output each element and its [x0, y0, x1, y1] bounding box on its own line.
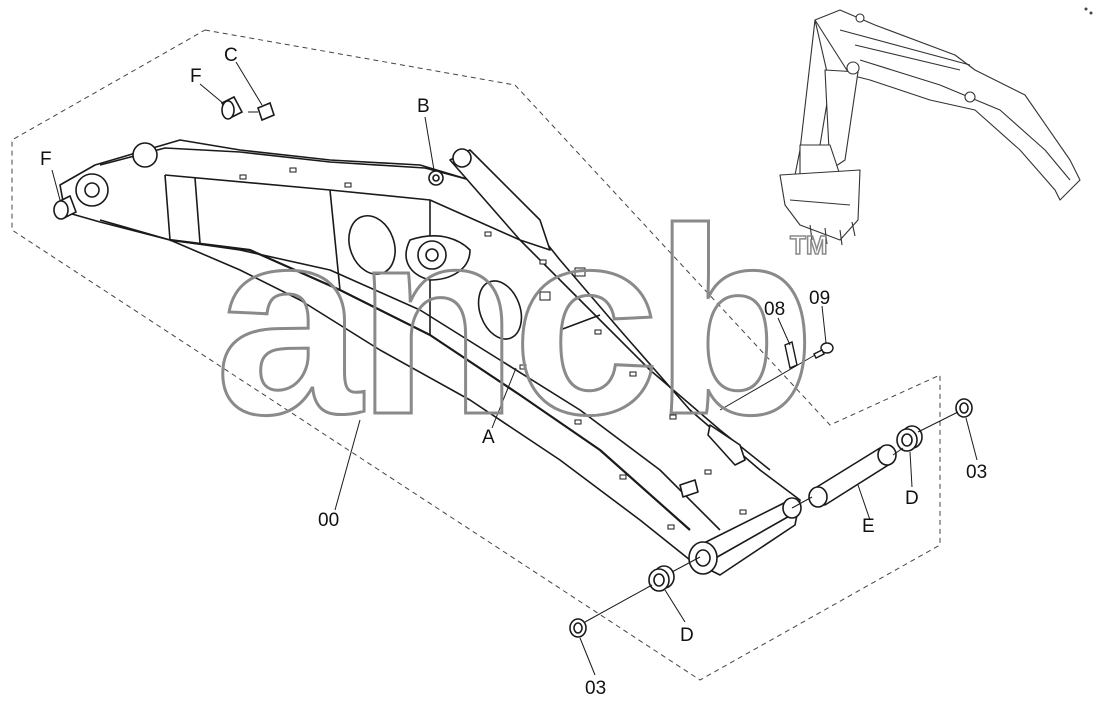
- leader-lines: [51, 61, 978, 676]
- excavator-inset-thumbnail: [779, 9, 1081, 246]
- bushing-d-bottom: [648, 565, 675, 592]
- watermark-logo: ancb: [214, 174, 818, 470]
- callout-03-right: 03: [966, 462, 988, 483]
- bushing-d-right: [896, 425, 923, 452]
- boom-body: [59, 139, 802, 576]
- washer-03-right: [955, 398, 973, 418]
- grease-fitting-b: [428, 170, 444, 186]
- bushing-f-top: [220, 95, 244, 120]
- boom-detail-marks: [239, 167, 747, 530]
- bushing-f-left: [53, 194, 78, 220]
- callout-03-bottom: 03: [585, 678, 607, 699]
- callout-a: A: [482, 427, 495, 448]
- callout-00: 00: [318, 510, 340, 531]
- bolt-09: [813, 342, 834, 359]
- callout-e: E: [862, 516, 875, 537]
- callout-09: 09: [809, 288, 831, 309]
- washer-03-bottom: [569, 618, 587, 638]
- pin-e: [808, 444, 897, 508]
- assembly-axis-lines: [248, 111, 959, 623]
- callout-b: B: [417, 96, 430, 117]
- callout-f-top: F: [190, 66, 202, 87]
- corner-dots: [1084, 7, 1093, 15]
- callout-c-top: C: [224, 45, 238, 66]
- plate-c: [257, 101, 275, 122]
- callout-d-right: D: [905, 488, 919, 509]
- watermark-tm: TM: [789, 230, 828, 260]
- callout-f-left: F: [40, 149, 52, 170]
- callout-d-bottom: D: [680, 625, 694, 646]
- callout-08: 08: [764, 299, 786, 320]
- assembly-boundary: [11, 29, 941, 681]
